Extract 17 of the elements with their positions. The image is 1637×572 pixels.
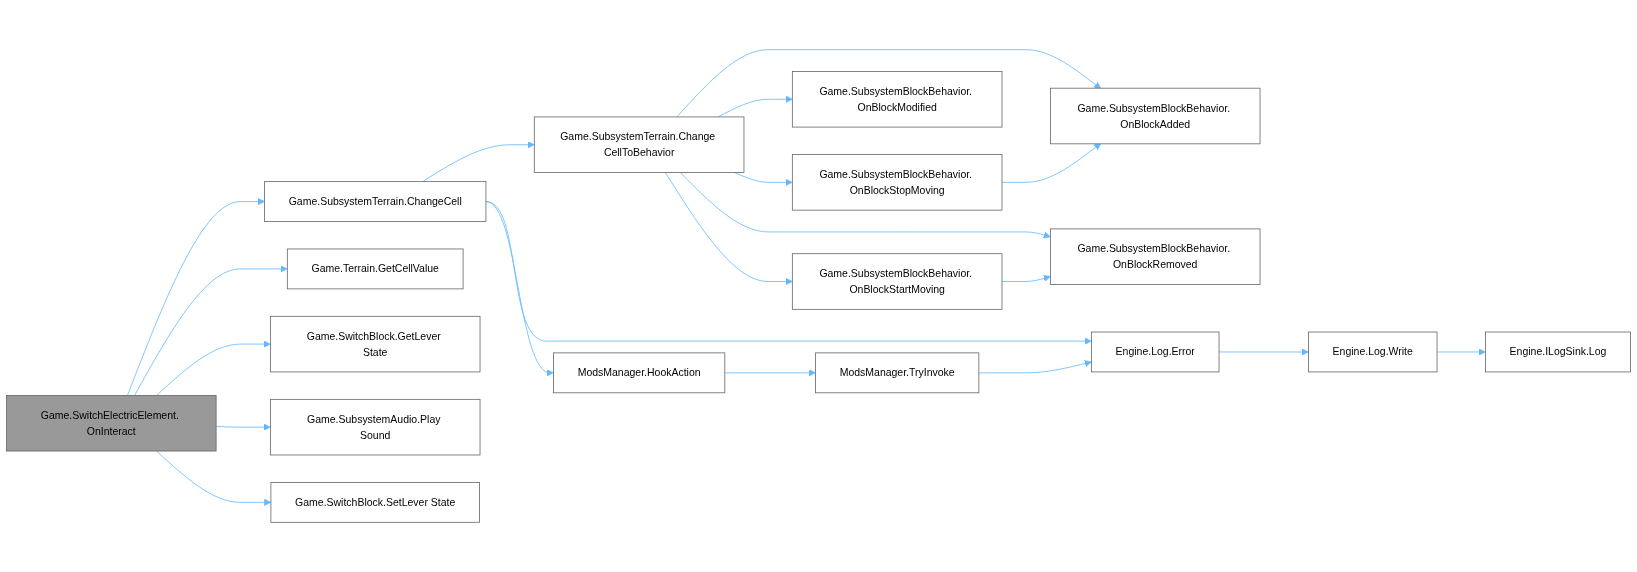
node-box: Game.SwitchBlock.GetLever State	[269, 315, 481, 373]
node-box: Game.SwitchBlock.SetLever State	[270, 482, 480, 523]
node-box: Game.SwitchElectricElement. OnInteract	[6, 395, 217, 452]
node-box: Game.SubsystemAudio.Play Sound	[269, 398, 481, 456]
node-box: Game.SubsystemTerrain.Change CellToBehavior	[533, 116, 745, 173]
node-box: Game.Terrain.GetCellValue	[286, 248, 464, 290]
node-box: Game.SubsystemBlockBehavior. OnBlockAdded	[1049, 87, 1261, 145]
node-box: Game.SubsystemBlockBehavior. OnBlockRemoved	[1049, 228, 1261, 285]
node-box: Game.SubsystemBlockBehavior. OnBlockStartMoving	[791, 253, 1003, 310]
node-box: ModsManager.TryInvoke	[815, 352, 980, 394]
node-box: Game.SubsystemTerrain.ChangeCell	[264, 181, 487, 222]
node-box: ModsManager.HookAction	[553, 352, 726, 394]
node-box: Game.SubsystemBlockBehavior. OnBlockStopMoving	[791, 154, 1003, 211]
node-box: Engine.Log.Write	[1308, 331, 1438, 373]
node-box: Engine.Log.Error	[1091, 331, 1220, 373]
node-box: Game.SubsystemBlockBehavior. OnBlockModified	[791, 71, 1003, 128]
node-box: Engine.ILogSink.Log	[1485, 331, 1631, 373]
